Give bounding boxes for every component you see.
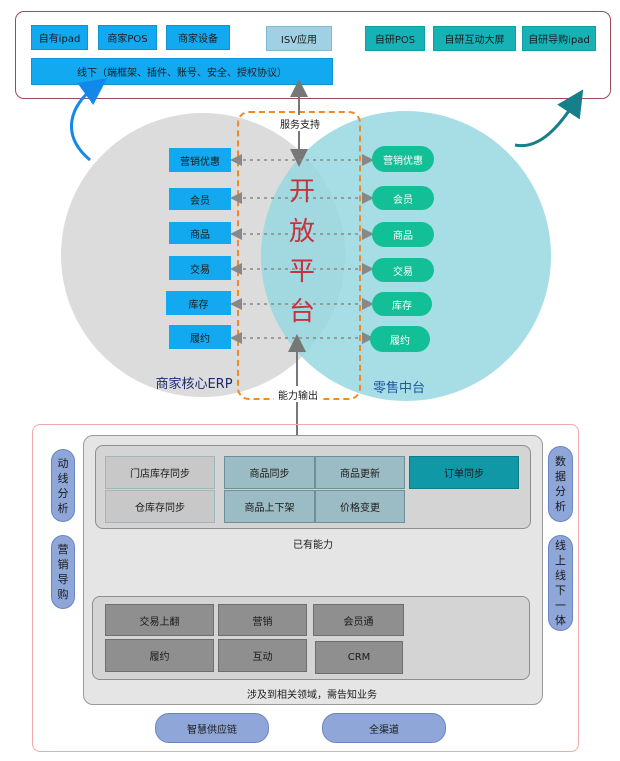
domain-interaction[interactable]: 互动 [218,639,307,672]
existing-capabilities-caption: 已有能力 [293,539,333,551]
capability-output-label: 能力输出 [274,386,322,402]
erp-item-trade[interactable]: 交易 [169,256,231,280]
side-char: 下 [555,584,566,597]
third-party-app-ipad[interactable]: 自有ipad [31,25,88,50]
retail-item-product[interactable]: 商品 [372,222,434,247]
retail-item-trade[interactable]: 交易 [372,258,434,282]
erp-item-inventory[interactable]: 库存 [166,291,231,315]
capabilities-outer-panel [32,424,579,752]
third-party-app-pos[interactable]: 商家POS [98,25,157,50]
erp-item-product[interactable]: 商品 [169,222,231,244]
side-char: 营 [57,543,69,556]
self-dev-interactive-screen[interactable]: 自研互动大屏 [433,26,516,51]
side-char: 上 [555,554,566,567]
erp-label: 商家核心ERP [155,376,233,392]
domain-trade-upflip[interactable]: 交易上翻 [105,604,214,636]
side-char: 数 [555,455,566,468]
cap-order-sync[interactable]: 订单同步 [409,456,519,489]
side-pill-online-offline[interactable]: 线 上 线 下 一 体 [548,535,573,631]
cap-warehouse-inventory-sync[interactable]: 仓库存同步 [105,490,215,523]
retail-label: 零售中台 [372,380,425,396]
side-char: 导 [57,573,69,586]
side-pill-flow-analysis[interactable]: 动 线 分 析 [51,449,75,522]
cap-product-listing[interactable]: 商品上下架 [224,490,315,523]
self-dev-guide-ipad[interactable]: 自研导购ipad [522,26,596,51]
side-char: 线 [57,471,69,485]
side-char: 购 [57,588,69,601]
side-char: 动 [57,456,69,470]
retail-link-curve [514,89,584,148]
retail-item-inventory[interactable]: 库存 [372,292,432,316]
domain-fulfillment[interactable]: 履约 [105,639,214,672]
open-platform-char-3: 平 [288,257,315,287]
side-char: 析 [57,501,69,515]
open-platform-char-1: 开 [288,177,315,207]
omni-channel-button[interactable]: 全渠道 [322,713,446,743]
domain-member-link[interactable]: 会员通 [313,604,404,636]
side-char: 销 [57,558,69,571]
isv-app-box[interactable]: ISV应用 [266,26,332,51]
erp-item-member[interactable]: 会员 [169,188,231,210]
side-char: 体 [555,614,566,627]
erp-item-promotion[interactable]: 营销优惠 [169,148,231,172]
service-support-label: 服务支持 [276,115,324,131]
domain-crm[interactable]: CRM [315,641,403,674]
related-domains-caption: 涉及到相关领域，需告知业务 [247,689,377,701]
self-dev-pos[interactable]: 自研POS [365,26,425,51]
side-pill-marketing-guide[interactable]: 营 销 导 购 [51,535,75,609]
side-char: 据 [555,470,566,483]
smart-supply-chain-button[interactable]: 智慧供应链 [155,713,269,743]
open-platform-char-4: 台 [288,297,315,327]
side-char: 析 [555,500,566,513]
side-char: 分 [57,486,69,500]
retail-item-member[interactable]: 会员 [372,186,434,210]
side-char: 分 [555,485,566,498]
side-pill-data-analysis[interactable]: 数 据 分 析 [548,446,573,522]
retail-item-promotion[interactable]: 营销优惠 [372,146,434,172]
open-platform-title: 开 放 平 台 [284,172,320,332]
cap-price-change[interactable]: 价格变更 [315,490,405,523]
erp-link-curve [70,78,108,162]
third-party-app-device[interactable]: 商家设备 [166,25,230,50]
open-platform-char-2: 放 [288,217,315,247]
cap-product-update[interactable]: 商品更新 [315,456,405,489]
cap-product-sync[interactable]: 商品同步 [224,456,315,489]
side-char: 线 [555,539,566,552]
retail-item-fulfillment[interactable]: 履约 [370,326,430,352]
erp-item-fulfillment[interactable]: 履约 [169,325,231,349]
cap-store-inventory-sync[interactable]: 门店库存同步 [105,456,215,489]
side-char: 一 [555,599,566,612]
domain-marketing[interactable]: 营销 [218,604,307,636]
side-char: 线 [555,569,566,582]
